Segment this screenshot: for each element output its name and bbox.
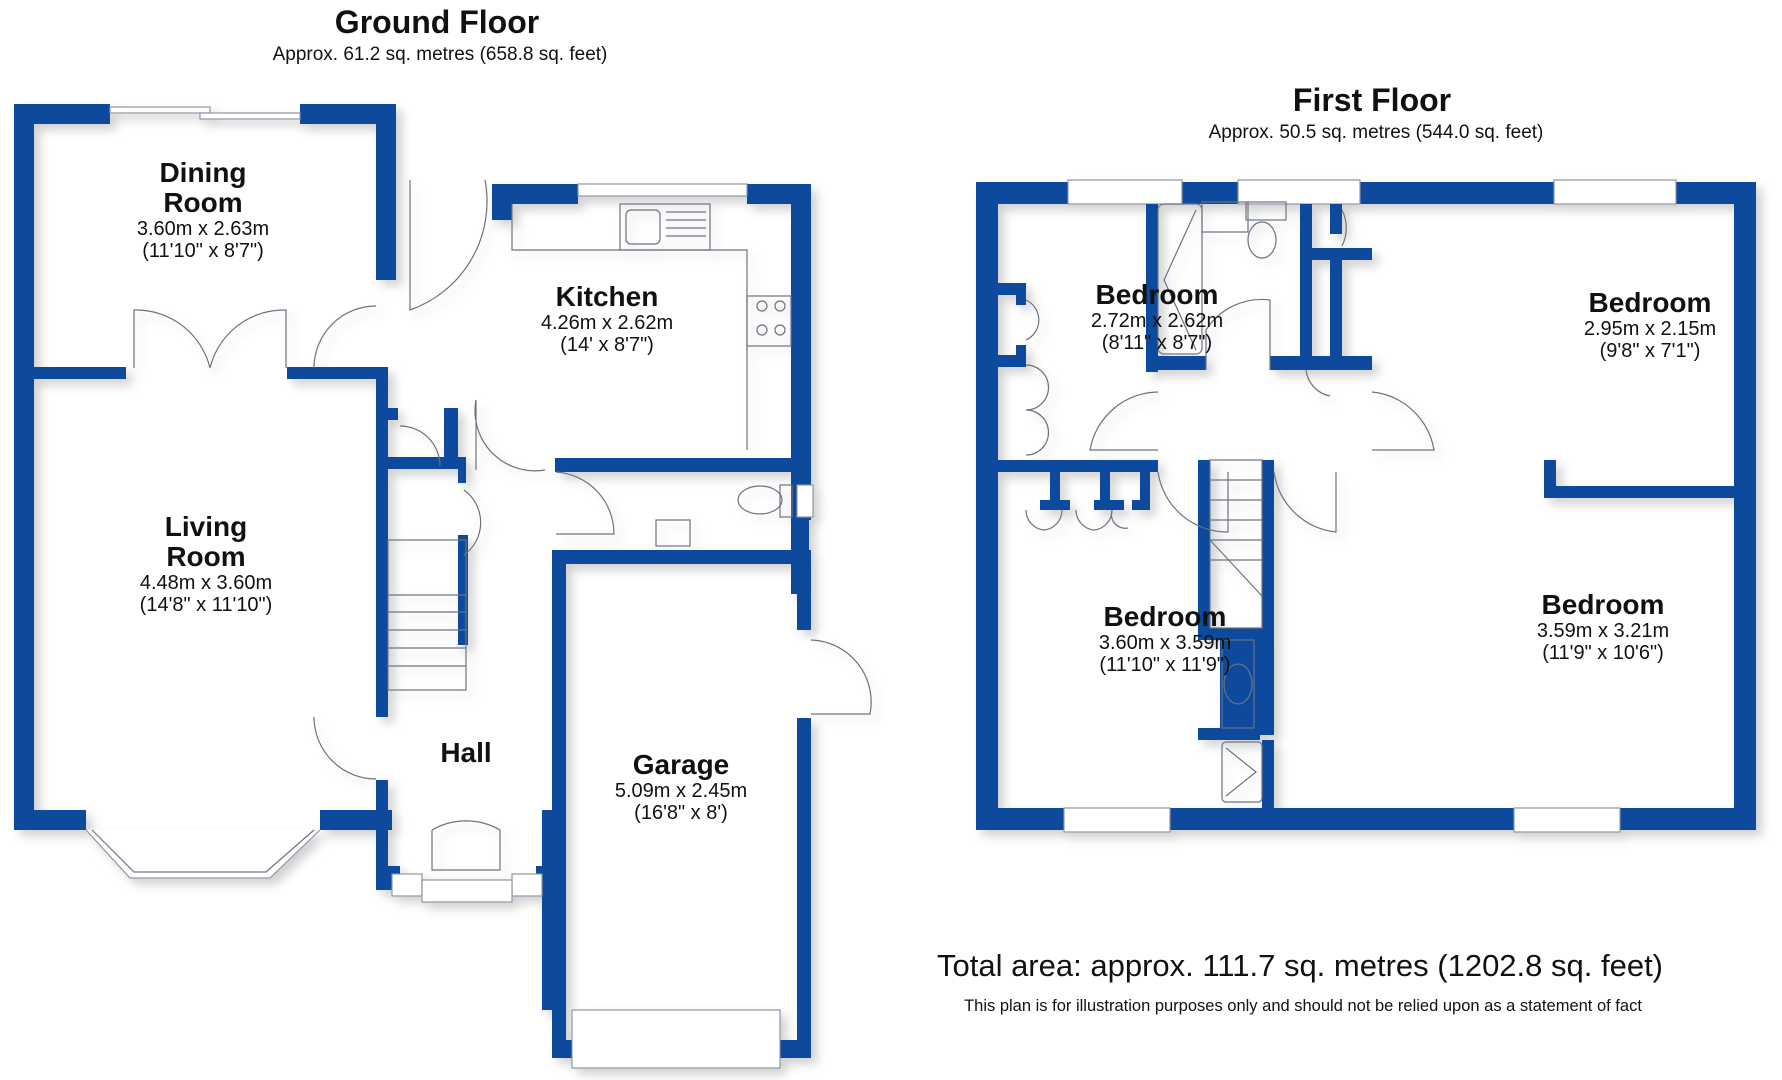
- room-label-garage: Garage 5.09m x 2.45m (16'8" x 8'): [614, 749, 748, 825]
- room-dim-imperial: (14'8" x 11'10"): [139, 594, 273, 616]
- room-label-bedroom-4: Bedroom 2.95m x 2.15m (9'8" x 7'1"): [1583, 287, 1717, 363]
- room-dim-imperial: (8'11" x 8'7"): [1101, 332, 1213, 354]
- room-name: Dining: [159, 157, 247, 188]
- disclaimer: This plan is for illustration purposes o…: [964, 997, 1642, 1015]
- room-name: Hall: [440, 737, 492, 768]
- room-name: Room: [163, 187, 243, 218]
- room-dim-imperial: (11'10" x 11'9"): [1099, 654, 1231, 676]
- room-label-bedroom-1: Bedroom 3.60m x 3.59m (11'10" x 11'9"): [1098, 601, 1232, 677]
- ground-floor-plan: [14, 104, 872, 1069]
- room-dim-metric: 2.72m x 2.62m: [1090, 310, 1224, 332]
- room-name: Bedroom: [1103, 601, 1227, 632]
- first-floor-plan: [976, 179, 1756, 833]
- room-label-dining: Dining Room 3.60m x 2.63m (11'10" x 8'7"…: [136, 157, 270, 263]
- room-dim-metric: 5.09m x 2.45m: [614, 780, 748, 802]
- room-dim-metric: 3.60m x 2.63m: [136, 218, 270, 240]
- room-dim-metric: 3.60m x 3.59m: [1098, 632, 1232, 654]
- room-name: Kitchen: [555, 281, 659, 312]
- room-name: Bedroom: [1588, 287, 1712, 318]
- room-dim-metric: 4.26m x 2.62m: [540, 312, 674, 334]
- room-label-living: Living Room 4.48m x 3.60m (14'8" x 11'10…: [139, 511, 273, 617]
- room-name: Garage: [632, 749, 730, 780]
- room-name: Bedroom: [1095, 279, 1219, 310]
- first-floor-area: Approx. 50.5 sq. metres (544.0 sq. feet): [1208, 122, 1544, 143]
- room-name: Living: [164, 511, 248, 542]
- room-label-bedroom-3: Bedroom 3.59m x 3.21m (11'9" x 10'6"): [1536, 589, 1670, 665]
- room-dim-imperial: (16'8" x 8'): [634, 802, 728, 824]
- room-dim-metric: 3.59m x 3.21m: [1536, 620, 1670, 642]
- room-dim-imperial: (11'9" x 10'6"): [1542, 642, 1664, 664]
- ground-floor-title: Ground Floor: [334, 4, 540, 40]
- room-name: Bedroom: [1541, 589, 1665, 620]
- room-dim-metric: 4.48m x 3.60m: [139, 572, 273, 594]
- room-name: Room: [166, 541, 246, 572]
- first-floor-title: First Floor: [1292, 82, 1452, 118]
- room-dim-imperial: (14' x 8'7"): [560, 334, 654, 356]
- ground-floor-area: Approx. 61.2 sq. metres (658.8 sq. feet): [272, 44, 608, 65]
- room-dim-imperial: (11'10" x 8'7"): [142, 240, 264, 262]
- room-dim-imperial: (9'8" x 7'1"): [1599, 340, 1701, 362]
- room-dim-metric: 2.95m x 2.15m: [1583, 318, 1717, 340]
- room-label-kitchen: Kitchen 4.26m x 2.62m (14' x 8'7"): [540, 281, 674, 357]
- total-area: Total area: approx. 111.7 sq. metres (12…: [936, 948, 1664, 983]
- room-label-bedroom-2: Bedroom 2.72m x 2.62m (8'11" x 8'7"): [1090, 279, 1224, 355]
- room-label-hall: Hall: [440, 738, 491, 768]
